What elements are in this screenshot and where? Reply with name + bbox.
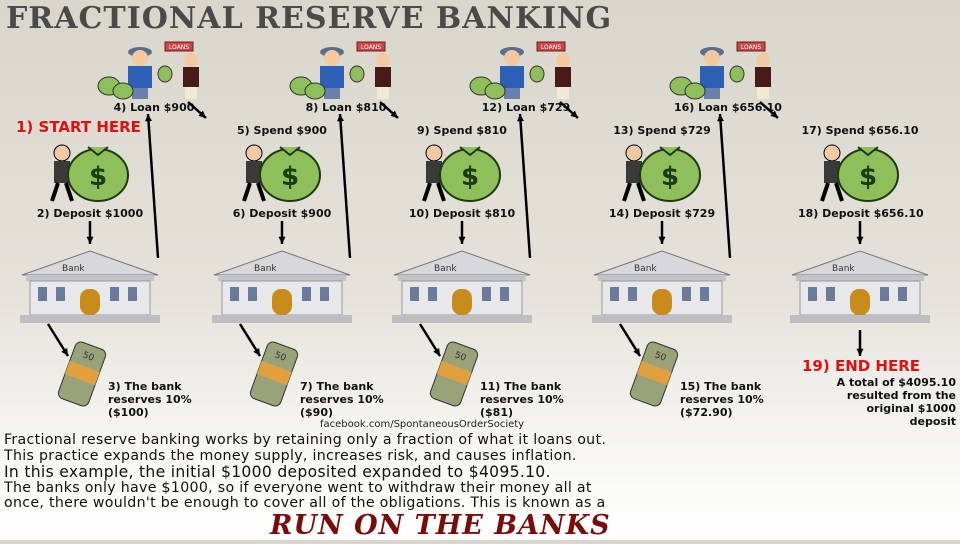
svg-text:LOANS: LOANS (361, 44, 381, 51)
spend-label: 17) Spend $656.10 (801, 124, 919, 137)
end-note-line: original $1000 (866, 402, 956, 415)
end-note: A total of $4095.10 resulted from the or… (800, 376, 956, 428)
money-bag-person-icon: $ (810, 135, 910, 205)
reserve-note-line: ($100) (108, 406, 149, 419)
deposit-label: 14) Deposit $729 (608, 207, 716, 220)
paragraph-line: Fractional reserve banking works by reta… (4, 432, 607, 448)
svg-text:Bank: Bank (254, 264, 277, 274)
bank-building-icon: Bank (584, 247, 740, 327)
facebook-credit: facebook.com/SpontaneousOrderSociety (320, 419, 525, 430)
svg-text:$: $ (859, 162, 877, 192)
deposit-label: 10) Deposit $810 (408, 207, 516, 220)
svg-text:50: 50 (81, 350, 95, 363)
reserve-note-line: ($90) (300, 406, 334, 419)
loan-label: 16) Loan $656.10 (674, 101, 782, 114)
reserve-note-line: 15) The bank (680, 380, 762, 393)
money-bag-person-icon: $ (232, 135, 332, 205)
paragraph-line: The banks only have $1000, so if everyon… (4, 480, 592, 496)
svg-text:LOANS: LOANS (541, 44, 561, 51)
paragraph-line: once, there wouldn't be enough to cover … (4, 495, 606, 511)
paragraph-line: This practice expands the money supply, … (4, 448, 577, 464)
money-bag-person-icon: $ (412, 135, 512, 205)
paragraph-line: In this example, the initial $1000 depos… (4, 463, 551, 481)
svg-text:Bank: Bank (832, 264, 855, 274)
deposit-label: 6) Deposit $900 (232, 207, 332, 220)
bank-building-icon: Bank (204, 247, 360, 327)
bank-building-icon: Bank (12, 247, 168, 327)
cash-roll-icon: 50 (52, 340, 112, 408)
reserve-note-line: reserves 10% (108, 393, 192, 406)
bank-building-icon: Bank (782, 247, 938, 327)
spend-label: 9) Spend $810 (417, 124, 507, 137)
reserve-note-line: ($72.90) (680, 406, 733, 419)
bank-building-icon: Bank (384, 247, 540, 327)
cash-roll-icon: 50 (424, 340, 484, 408)
cash-roll-icon: 50 (624, 340, 684, 408)
money-bag-person-icon: $ (612, 135, 712, 205)
reserve-note-line: reserves 10% (680, 393, 764, 406)
page-title: FRACTIONAL RESERVE BANKING (6, 1, 613, 36)
start-here-label: 1) START HERE (16, 118, 141, 136)
end-note-line: A total of $4095.10 (836, 376, 956, 389)
svg-text:LOANS: LOANS (169, 44, 189, 51)
spend-label: 5) Spend $900 (237, 124, 327, 137)
banker-loan-icon: LOANS (667, 40, 787, 100)
svg-text:50: 50 (273, 350, 287, 363)
end-here-label: 19) END HERE (802, 357, 921, 375)
reserve-note-line: 3) The bank (108, 380, 182, 393)
svg-text:Bank: Bank (434, 264, 457, 274)
svg-text:$: $ (461, 162, 479, 192)
svg-text:50: 50 (653, 350, 667, 363)
svg-text:LOANS: LOANS (741, 44, 761, 51)
reserve-note-line: reserves 10% (300, 393, 384, 406)
svg-text:$: $ (281, 162, 299, 192)
spend-label: 13) Spend $729 (613, 124, 711, 137)
svg-text:Bank: Bank (62, 264, 85, 274)
svg-text:$: $ (661, 162, 679, 192)
banker-loan-icon: LOANS (467, 40, 587, 100)
svg-text:$: $ (89, 162, 107, 192)
reserve-note-line: 7) The bank (300, 380, 374, 393)
loan-label: 8) Loan $810 (305, 101, 387, 114)
deposit-label: 18) Deposit $656.10 (798, 207, 924, 220)
cash-roll-icon: 50 (244, 340, 304, 408)
deposit-label: 2) Deposit $1000 (36, 207, 144, 220)
banker-loan-icon: LOANS (287, 40, 407, 100)
reserve-note-line: reserves 10% (480, 393, 564, 406)
end-note-line: deposit (909, 415, 956, 428)
money-bag-person-icon: $ (40, 135, 140, 205)
end-note-line: resulted from the (846, 389, 956, 402)
banker-loan-icon: LOANS (95, 40, 215, 100)
reserve-note-line: 11) The bank (480, 380, 562, 393)
reserve-note-line: ($81) (480, 406, 514, 419)
svg-text:50: 50 (453, 350, 467, 363)
loan-label: 12) Loan $729 (481, 101, 571, 114)
run-on-the-banks-headline: RUN ON THE BANKS (270, 510, 611, 541)
svg-text:Bank: Bank (634, 264, 657, 274)
loan-label: 4) Loan $900 (113, 101, 195, 114)
